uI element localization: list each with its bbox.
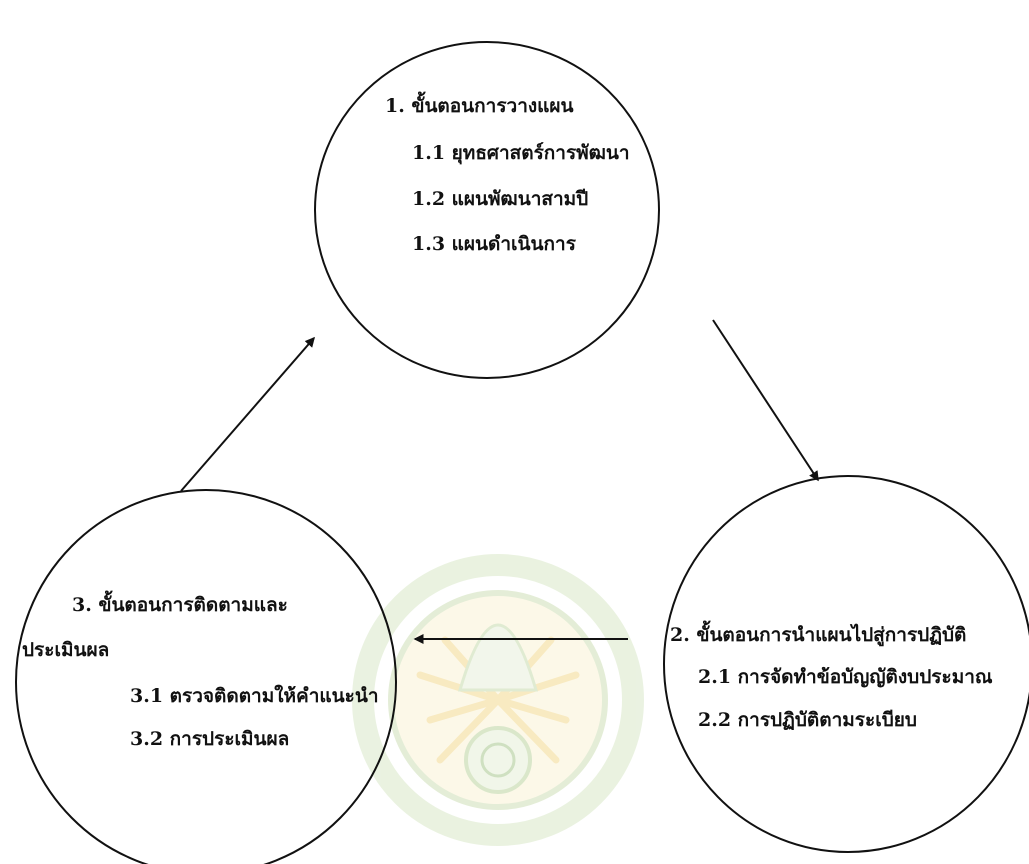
planning-item-1: 1.1 ยุทธศาสตร์การพัฒนา (412, 142, 630, 164)
evaluation-item-2: 3.2 การประเมินผล (130, 728, 290, 750)
evaluation-title-line1: 3. ขั้นตอนการติดตามและ (72, 594, 288, 616)
implementation-circle (663, 475, 1029, 853)
arrow-planning-to-implementation (712, 319, 819, 482)
evaluation-item-1: 3.1 ตรวจติดตามให้คำแนะนำ (130, 685, 379, 707)
planning-item-2: 1.2 แผนพัฒนาสามปี (412, 188, 589, 210)
implementation-item-2: 2.2 การปฏิบัติตามระเบียบ (698, 709, 917, 731)
planning-title: 1. ขั้นตอนการวางแผน (385, 95, 574, 117)
evaluation-node: 3. ขั้นตอนการติดตามและ ประเมินผล 3.1 ตรว… (22, 594, 379, 764)
planning-node: 1. ขั้นตอนการวางแผน 1.1 ยุทธศาสตร์การพัฒ… (385, 95, 630, 265)
implementation-node: 2. ขั้นตอนการนำแผนไปสู่การปฏิบัติ 2.1 กา… (670, 624, 1010, 734)
planning-circle (314, 41, 660, 379)
university-seal-watermark (352, 554, 644, 846)
evaluation-circle (15, 489, 397, 864)
implementation-title: 2. ขั้นตอนการนำแผนไปสู่การปฏิบัติ (670, 624, 967, 646)
implementation-item-1: 2.1 การจัดทำข้อบัญญัติงบประมาณ (698, 666, 993, 688)
evaluation-title-line2: ประเมินผล (22, 639, 110, 661)
arrow-evaluation-to-planning (180, 336, 315, 492)
planning-item-3: 1.3 แผนดำเนินการ (412, 233, 576, 255)
